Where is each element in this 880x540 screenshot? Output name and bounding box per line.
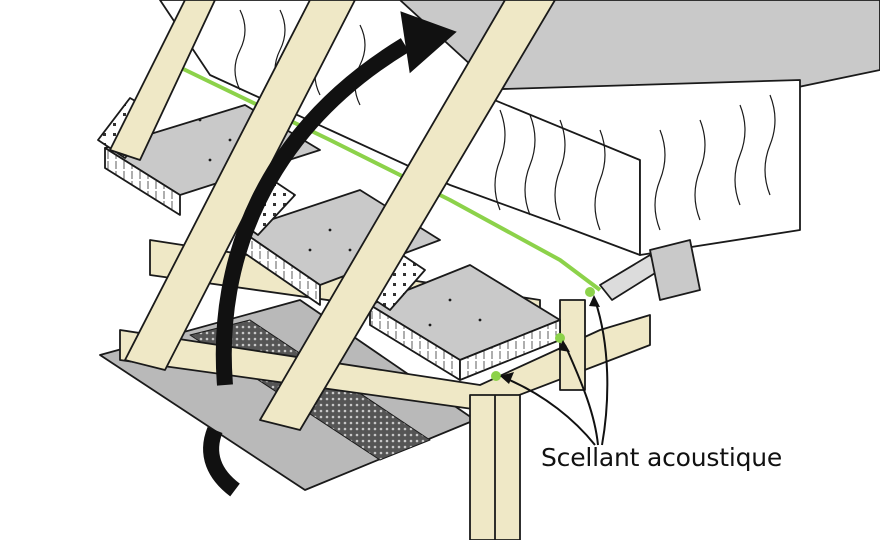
callout-arrow xyxy=(594,299,609,446)
callout-arrow xyxy=(504,377,596,446)
callout-label: Scellant acoustique xyxy=(541,443,783,472)
sealant-dots xyxy=(491,287,595,381)
callout-arrows xyxy=(504,299,609,446)
rafter-3 xyxy=(259,0,556,431)
callout-arrow xyxy=(564,344,599,446)
rafter-1 xyxy=(109,0,216,161)
sealant-dot xyxy=(585,287,595,297)
sealant-dot xyxy=(555,333,565,343)
airflow-arrow xyxy=(203,11,457,497)
blocking-board-3 xyxy=(369,264,561,381)
rafter-2 xyxy=(124,0,356,371)
sealant-dot xyxy=(491,371,501,381)
caulking-gun-nozzle xyxy=(599,254,661,301)
